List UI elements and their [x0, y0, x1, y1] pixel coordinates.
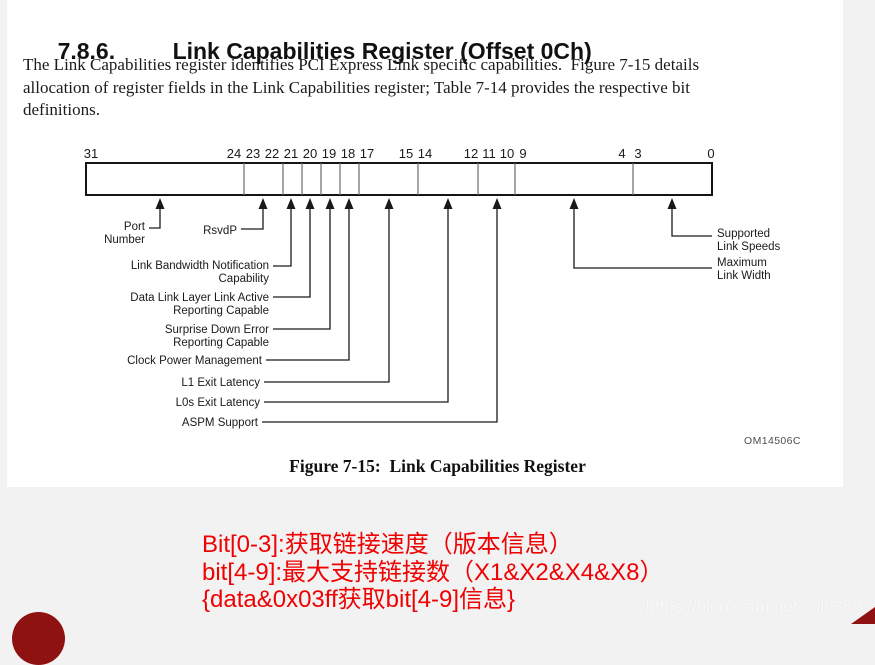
section-number: 7.8.6.: [57, 38, 116, 64]
figure-caption: Figure 7-15: Link Capabilities Register: [289, 456, 586, 476]
annotation-line: {data&0x03ff获取bit[4-9]信息}: [202, 586, 516, 613]
paragraph-line: The Link Capabilities register identifie…: [23, 55, 700, 74]
annotation-line: Bit[0-3]:获取链接速度（版本信息）: [202, 531, 573, 558]
annotation-notes: Bit[0-3]:获取链接速度（版本信息）bit[4-9]:最大支持链接数（X1…: [202, 531, 663, 614]
document-page: 7.8.6. Link Capabilities Register (Offset…: [7, 0, 843, 487]
annotation-line: bit[4-9]:最大支持链接数（X1&X2&X4&X8）: [202, 558, 664, 586]
paragraph-line: definitions.: [23, 100, 100, 119]
section-title: Link Capabilities Register (Offset 0Ch): [172, 38, 592, 64]
page: { "window": { "width": 875, "height": 62…: [7, 0, 875, 665]
avatar-badge-circle: [12, 612, 65, 665]
paragraph-line: allocation of register fields in the Lin…: [23, 77, 690, 97]
section-heading: 7.8.6. Link Capabilities Register (Offset…: [32, 11, 592, 92]
figure-code: OM14506C: [744, 435, 801, 447]
watermark-url: https://blog.csdn.net/sdl0358: [645, 597, 862, 616]
paragraph: The Link Capabilities register identifie…: [23, 54, 699, 122]
